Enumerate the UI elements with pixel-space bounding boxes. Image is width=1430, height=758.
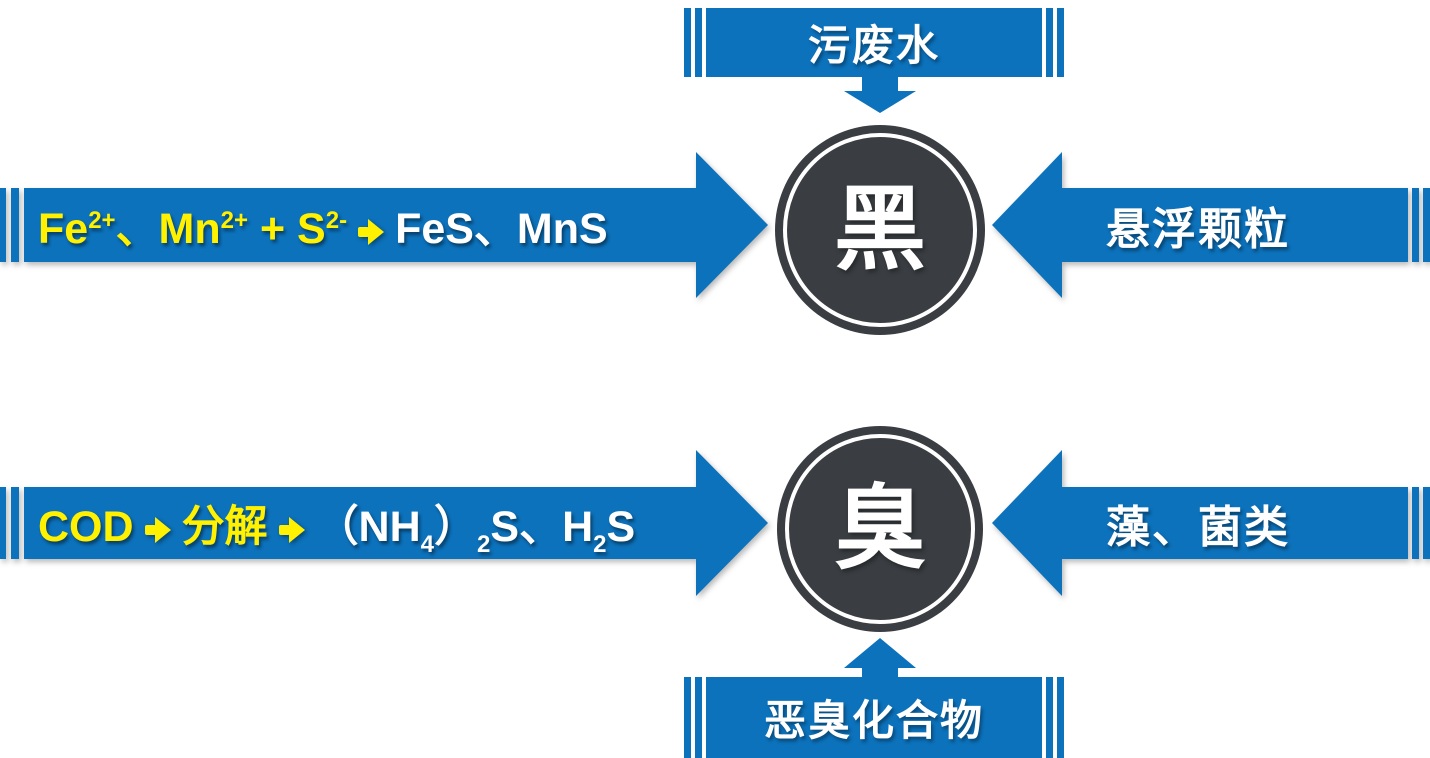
formula-segment: COD	[38, 503, 134, 551]
formula-segment: 2+	[220, 207, 249, 234]
arrow-right-icon	[358, 219, 385, 245]
bar	[1412, 487, 1419, 559]
bar	[684, 8, 691, 77]
up-arrow-icon	[844, 638, 916, 668]
formula-segment: （NH	[315, 503, 421, 551]
bar	[1423, 188, 1430, 262]
odor-right-arrow-band: 藻、菌类	[1062, 487, 1408, 559]
bottom-banner-right-bars-icon	[1046, 677, 1064, 758]
top-banner-label: 污废水	[807, 22, 940, 69]
odor-node: 臭	[777, 426, 983, 632]
bottom-banner: 恶臭化合物	[706, 677, 1042, 758]
bar	[695, 677, 702, 758]
formula-segment: 4	[420, 531, 435, 558]
bar	[0, 188, 6, 262]
black-right-arrow-band: 悬浮颗粒	[1062, 188, 1408, 262]
formula-segment: 2	[593, 531, 607, 558]
bar	[1412, 188, 1419, 262]
down-arrow-stem	[862, 77, 898, 92]
bar	[684, 677, 691, 758]
odor-left-arrow-bars-icon	[0, 487, 19, 559]
formula-segment: ）	[434, 503, 478, 551]
bar	[695, 8, 702, 77]
black-left-arrow: Fe2+、Mn2+ + S2-FeS、MnS	[0, 152, 768, 298]
formula-segment: Fe	[38, 205, 89, 253]
top-banner-left-bars-icon	[684, 8, 702, 77]
formula-segment: S、H	[490, 503, 594, 551]
bottom-banner-label: 恶臭化合物	[763, 697, 984, 744]
black-node-label: 黑	[833, 179, 926, 281]
formula-segment: 、Mn	[115, 205, 221, 253]
arrowhead-left-icon	[992, 152, 1062, 298]
black-left-arrow-bars-icon	[0, 188, 19, 262]
arrowhead-right-icon	[696, 450, 768, 596]
odor-right-arrow-bars-icon	[1412, 487, 1430, 559]
formula-segment: 分解	[181, 503, 268, 551]
up-arrow-stem	[862, 667, 898, 679]
formula-segment: 2-	[325, 207, 348, 234]
formula-segment: 2+	[88, 207, 116, 234]
black-right-arrow-bars-icon	[1412, 188, 1430, 262]
bar	[1046, 8, 1053, 77]
bar	[0, 487, 6, 559]
black-left-arrow-band: Fe2+、Mn2+ + S2-FeS、MnS	[24, 188, 696, 262]
black-node: 黑	[775, 125, 985, 335]
formula-segment: FeS、MnS	[395, 205, 608, 253]
formula-segment: + S	[248, 205, 326, 253]
odor-right-arrow-label: 藻、菌类	[1106, 503, 1290, 552]
bar	[11, 188, 19, 262]
bottom-banner-left-bars-icon	[684, 677, 702, 758]
bar	[1046, 677, 1053, 758]
black-right-arrow: 悬浮颗粒	[992, 152, 1430, 298]
arrowhead-right-icon	[696, 152, 768, 298]
arrow-right-icon	[278, 517, 305, 543]
bar	[1057, 8, 1064, 77]
odor-right-arrow: 藻、菌类	[992, 450, 1430, 596]
formula-segment: S	[606, 503, 636, 551]
black-right-arrow-label: 悬浮颗粒	[1106, 205, 1290, 254]
top-banner: 污废水	[706, 8, 1042, 77]
bar	[1423, 487, 1430, 559]
bar	[11, 487, 19, 559]
odor-node-label: 臭	[833, 478, 926, 580]
arrowhead-left-icon	[992, 450, 1062, 596]
top-banner-right-bars-icon	[1046, 8, 1064, 77]
bar	[1057, 677, 1064, 758]
formula-segment: 2	[477, 531, 491, 558]
black-formula: Fe2+、Mn2+ + S2-FeS、MnS	[38, 194, 608, 256]
arrow-right-icon	[144, 517, 171, 543]
down-arrow-icon	[844, 91, 916, 113]
